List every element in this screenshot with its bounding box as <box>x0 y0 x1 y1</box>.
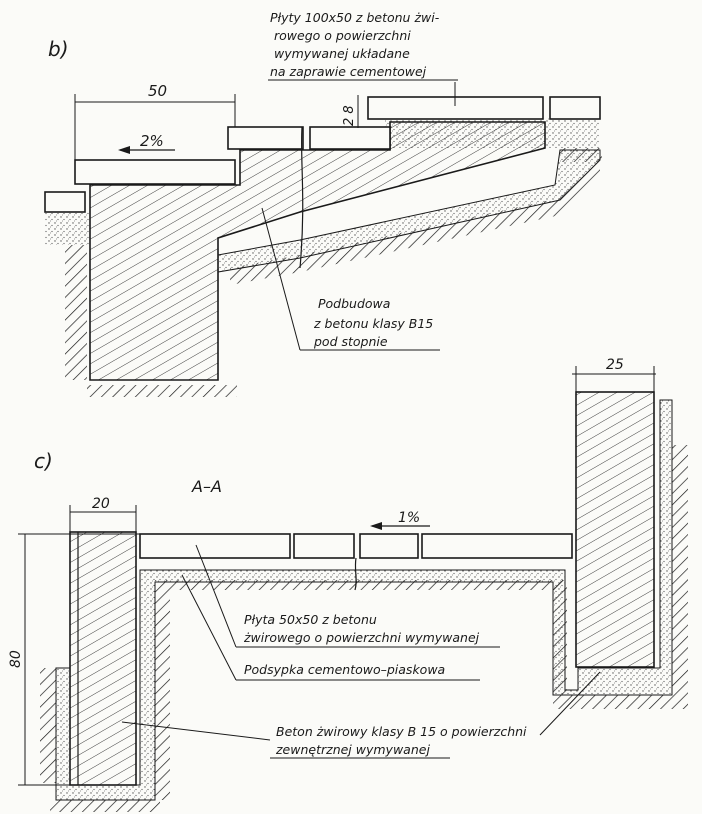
note-slabs-line-2: rowego o powierzchni <box>274 28 411 43</box>
path-slab-1 <box>139 533 291 559</box>
right-wall-concrete <box>575 391 655 668</box>
slope-2-label: 2% <box>140 132 164 150</box>
dim-80-label: 80 <box>8 650 24 668</box>
slope-1-label: 1% <box>398 510 420 526</box>
dim-thickness-label: 2 8 <box>342 105 357 126</box>
sand-left-b <box>45 212 90 245</box>
earth-step-c <box>155 580 170 800</box>
path-slab-3 <box>359 533 419 559</box>
note-concrete-leader-left <box>121 721 271 741</box>
note-slab-c-line-2: żwirowego o powierzchni wymywanej <box>243 630 480 645</box>
section-c: c) A–A 20 25 <box>8 357 688 812</box>
note-slabs-line-3: wymywanej układane <box>274 46 410 61</box>
note-concrete-line-1: Beton żwirowy klasy B 15 o powierzchni <box>276 724 527 739</box>
sand-bedding-c <box>55 399 673 801</box>
dim-25-label: 25 <box>606 357 624 373</box>
left-wall-concrete <box>69 531 137 786</box>
section-b-label: b) <box>48 37 69 61</box>
earth-bottom-c <box>50 800 160 812</box>
note-slab-c-leader <box>195 544 237 648</box>
slope-2-arrowhead <box>118 146 130 154</box>
joint-line-c <box>354 557 357 591</box>
sand-bedding-b <box>217 149 601 273</box>
earth-slope-b <box>230 160 600 285</box>
note-concrete-leader-right <box>539 671 601 736</box>
section-c-label: c) <box>34 449 53 473</box>
path-slab-4 <box>421 533 573 559</box>
note-base-line-3: pod stopnie <box>313 334 388 349</box>
earth-left-c <box>40 668 56 783</box>
note-slabs-line-4: na zaprawie cementowej <box>270 64 427 79</box>
section-b: b) 50 2% 2 8 Płyty 100x50 <box>44 10 602 397</box>
slope-1-arrowhead <box>370 522 382 530</box>
note-bedding: Podsypka cementowo–piaskowa <box>244 662 445 677</box>
step-slab-lower <box>74 159 236 185</box>
earth-right-bottom-c <box>553 695 688 709</box>
step-slab-mid-1 <box>227 126 304 150</box>
concrete-base-b <box>89 121 546 381</box>
note-base-line-1: Podbudowa <box>318 296 390 311</box>
earth-under-slab-c <box>170 580 565 590</box>
dim-20-label: 20 <box>92 496 110 512</box>
section-name: A–A <box>191 477 222 496</box>
step-slab-upper-2 <box>549 96 601 120</box>
joint-line-b <box>299 126 304 269</box>
path-slab-2 <box>293 533 355 559</box>
note-bedding-leader <box>181 574 237 681</box>
step-slab-mid-2 <box>309 126 391 150</box>
earth-left-b <box>65 245 87 380</box>
note-concrete-line-2: zewnętrznej wymywanej <box>275 742 430 757</box>
note-base-line-2: z betonu klasy B15 <box>313 316 433 331</box>
note-slab-c-line-1: Płyta 50x50 z betonu <box>244 612 377 627</box>
earth-bottom-b <box>87 385 237 397</box>
earth-right-c <box>672 445 688 695</box>
curb-slab-b <box>44 191 86 213</box>
dim-50-label: 50 <box>148 82 167 100</box>
note-slabs-line-1: Płyty 100x50 z betonu żwi- <box>270 10 440 25</box>
note-base-leader <box>261 207 301 351</box>
